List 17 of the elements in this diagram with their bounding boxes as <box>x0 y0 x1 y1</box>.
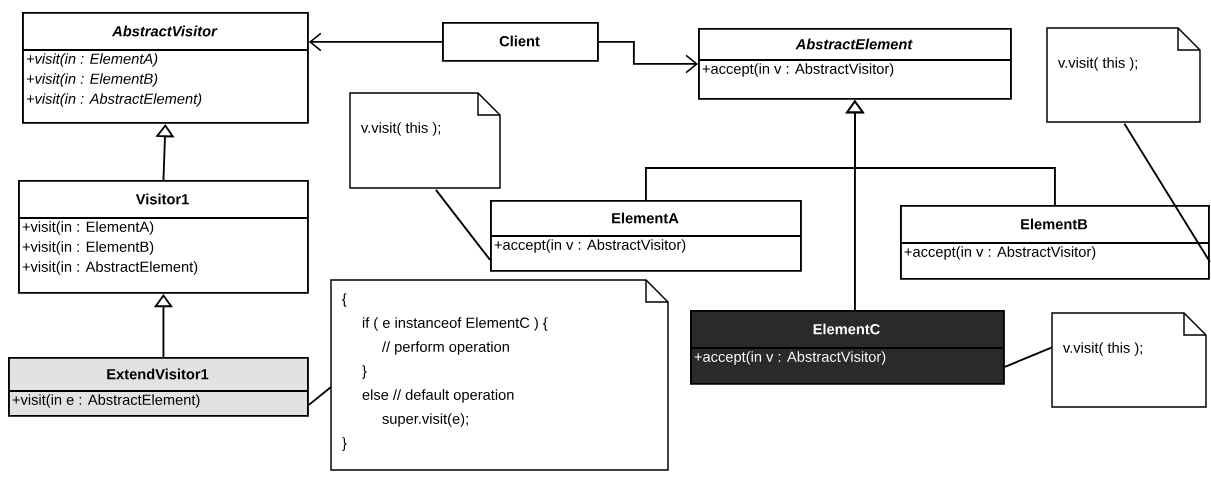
class-box: ElementC +accept(in v : AbstractVisitor) <box>689 310 1005 385</box>
class-box: AbstractElement +accept(in v : AbstractVisitor) <box>697 28 1012 100</box>
leader-line <box>1123 122 1211 263</box>
class-box: ElementB +accept(in v : AbstractVisitor) <box>899 205 1210 280</box>
class-box: ElementA +accept(in v : AbstractVisitor) <box>489 200 802 272</box>
class-box: ExtendVisitor1 +visit(in e : AbstractElement) <box>7 357 309 417</box>
association-arrow <box>308 32 443 52</box>
class-box: Visitor1 +visit(in : ElementA) +visit(in : ElementB) +visit(in : AbstractElement) <box>17 180 309 294</box>
leader-line <box>307 386 332 406</box>
note-box: v.visit( this ); <box>349 92 501 189</box>
class-box: AbstractVisitor +visit(in : ElementA) +visit(in : ElementB) +visit(in : AbstractElement) <box>21 12 309 124</box>
association-arrow <box>597 41 698 74</box>
note-box: v.visit( this ); <box>1051 312 1207 408</box>
class-box: Client <box>442 22 599 62</box>
note-box: v.visit( this ); <box>1046 27 1201 123</box>
note-box: { if ( e instanceof ElementC ) { // perform operation } else // default operation super.visit(e); } <box>330 279 669 471</box>
leader-line <box>1003 346 1053 368</box>
